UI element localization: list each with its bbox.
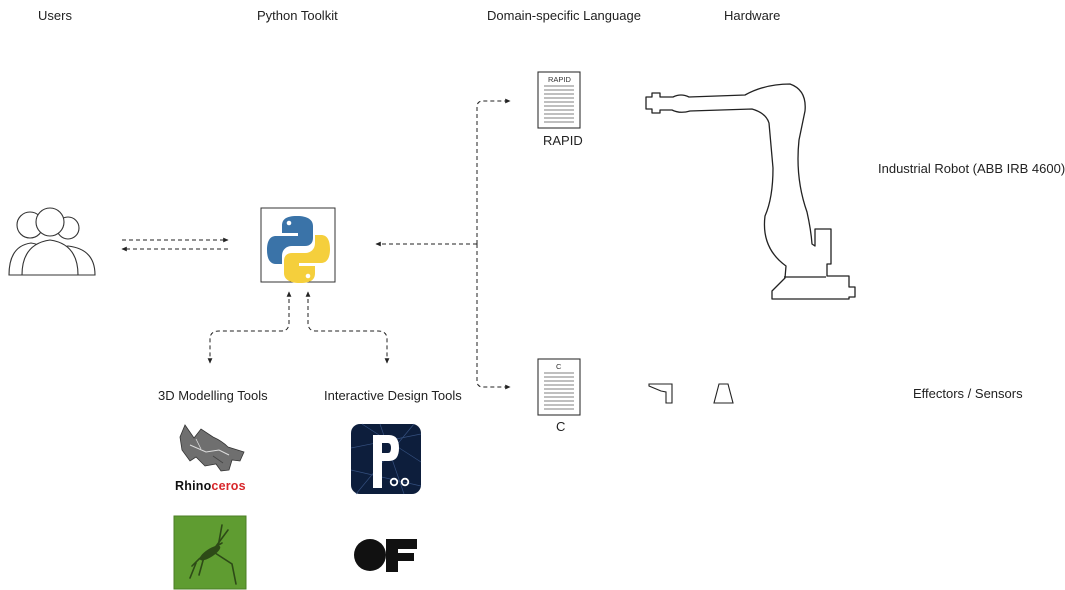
label-interactive-design-tools: Interactive Design Tools	[324, 388, 462, 403]
label-c: C	[556, 419, 566, 434]
python-dsl-connection	[375, 98, 511, 390]
header-hardware: Hardware	[724, 8, 781, 23]
gripper-effector-icon	[648, 383, 673, 404]
users-icon	[8, 207, 96, 276]
c-document-icon	[537, 358, 581, 416]
rhinoceros-logo-icon	[179, 424, 245, 472]
rhinoceros-wordmark-part1: Rhino	[175, 479, 212, 493]
header-users: Users	[38, 8, 72, 23]
users-python-arrows	[121, 237, 229, 252]
rapid-document-icon	[537, 71, 581, 129]
header-dsl: Domain-specific Language	[487, 8, 641, 23]
label-rapid: RAPID	[543, 133, 583, 148]
rhinoceros-wordmark-part2: ceros	[211, 479, 246, 493]
c-document-tag: C	[556, 362, 562, 371]
industrial-robot-icon	[645, 83, 856, 300]
openframeworks-logo-icon	[354, 539, 417, 572]
label-effectors-sensors: Effectors / Sensors	[913, 386, 1023, 401]
header-python-toolkit: Python Toolkit	[257, 8, 338, 23]
label-3d-modelling-tools: 3D Modelling Tools	[158, 388, 268, 403]
python-tools-arrows	[207, 291, 390, 364]
label-industrial-robot: Industrial Robot (ABB IRB 4600)	[878, 161, 1065, 176]
python-logo-icon	[260, 207, 336, 283]
grasshopper-logo-icon	[173, 515, 247, 590]
processing-logo-icon	[350, 423, 422, 495]
rapid-document-tag: RAPID	[548, 75, 571, 84]
sensor-effector-icon	[713, 383, 734, 404]
rhinoceros-wordmark: Rhinoceros	[175, 479, 246, 493]
